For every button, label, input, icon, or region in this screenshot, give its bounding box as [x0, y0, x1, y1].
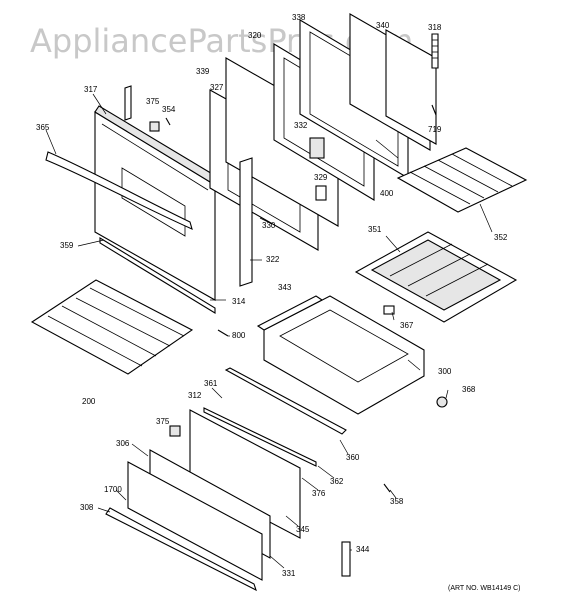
callout-358: 358	[390, 497, 404, 506]
drawer-bracket[interactable]	[383, 305, 395, 315]
drawer-support-rail[interactable]	[256, 295, 324, 331]
callout-318: 318	[428, 23, 442, 32]
callout-345: 345	[296, 525, 310, 534]
callout-719: 719	[428, 125, 442, 134]
callout-320: 320	[248, 31, 262, 40]
callout-376: 376	[312, 489, 326, 498]
callout-362: 362	[330, 477, 344, 486]
oven-rack-lower[interactable]	[30, 279, 194, 375]
callout-322: 322	[266, 255, 280, 264]
callout-351: 351	[368, 225, 382, 234]
door-handle[interactable]	[45, 151, 193, 230]
leveling-leg[interactable]	[436, 396, 448, 408]
drawer-guide[interactable]	[203, 407, 317, 467]
screw[interactable]	[217, 329, 229, 337]
drawer-front-panel[interactable]	[127, 461, 263, 581]
callout-354: 354	[162, 105, 176, 114]
callout-339: 339	[196, 67, 210, 76]
drawer-panel-clip[interactable]	[169, 425, 181, 437]
drawer-frame[interactable]	[263, 295, 425, 415]
broiler-pan[interactable]	[354, 231, 518, 323]
callout-306: 306	[116, 439, 130, 448]
door-gasket-kit[interactable]	[385, 29, 437, 145]
door-bottom-trim[interactable]	[99, 237, 216, 314]
oven-rack-upper[interactable]	[396, 147, 528, 213]
vertical-strip[interactable]	[124, 85, 132, 121]
hinge-spring[interactable]	[431, 33, 439, 69]
callout-314: 314	[232, 297, 246, 306]
callout-200: 200	[82, 397, 96, 406]
callout-332: 332	[294, 121, 308, 130]
callout-343: 343	[278, 283, 292, 292]
door-latch[interactable]	[309, 137, 325, 159]
drawer-screw[interactable]	[383, 483, 391, 493]
hinge-pin[interactable]	[431, 104, 437, 116]
callout-312: 312	[188, 391, 202, 400]
hinge-screw[interactable]	[165, 117, 171, 126]
callout-329: 329	[314, 173, 328, 182]
art-number: (ART NO. WB14149 C)	[448, 585, 521, 592]
drawer-body[interactable]	[189, 409, 301, 539]
callout-labels: 317 375 354 327 339 320 338 340 318 719 …	[36, 13, 508, 578]
callout-1700: 1700	[104, 485, 122, 494]
callout-327: 327	[210, 83, 224, 92]
callout-367: 367	[400, 321, 414, 330]
callout-330: 330	[262, 221, 276, 230]
callout-365: 365	[36, 123, 50, 132]
callout-400: 400	[380, 189, 394, 198]
callout-300: 300	[438, 367, 452, 376]
callout-359: 359	[60, 241, 74, 250]
callout-360: 360	[346, 453, 360, 462]
callout-331: 331	[282, 569, 296, 578]
drawer-stop[interactable]	[341, 541, 351, 577]
callout-308: 308	[80, 503, 94, 512]
callout-375-upper: 375	[146, 97, 160, 106]
callout-375-lower: 375	[156, 417, 170, 426]
callout-800: 800	[232, 331, 246, 340]
callout-340: 340	[376, 21, 390, 30]
drawer-slide-rail[interactable]	[224, 367, 347, 435]
callout-344: 344	[356, 545, 370, 554]
drawer-handle[interactable]	[105, 507, 257, 592]
callout-317: 317	[84, 85, 98, 94]
hinge-bracket[interactable]	[149, 121, 160, 132]
callout-352: 352	[494, 233, 508, 242]
callout-368: 368	[462, 385, 476, 394]
oven-door-assembly[interactable]	[94, 105, 220, 301]
latch-clip[interactable]	[315, 185, 327, 201]
callout-338: 338	[292, 13, 306, 22]
leader-lines	[45, 93, 493, 569]
vertical-channel[interactable]	[239, 157, 253, 287]
callout-361: 361	[204, 379, 218, 388]
